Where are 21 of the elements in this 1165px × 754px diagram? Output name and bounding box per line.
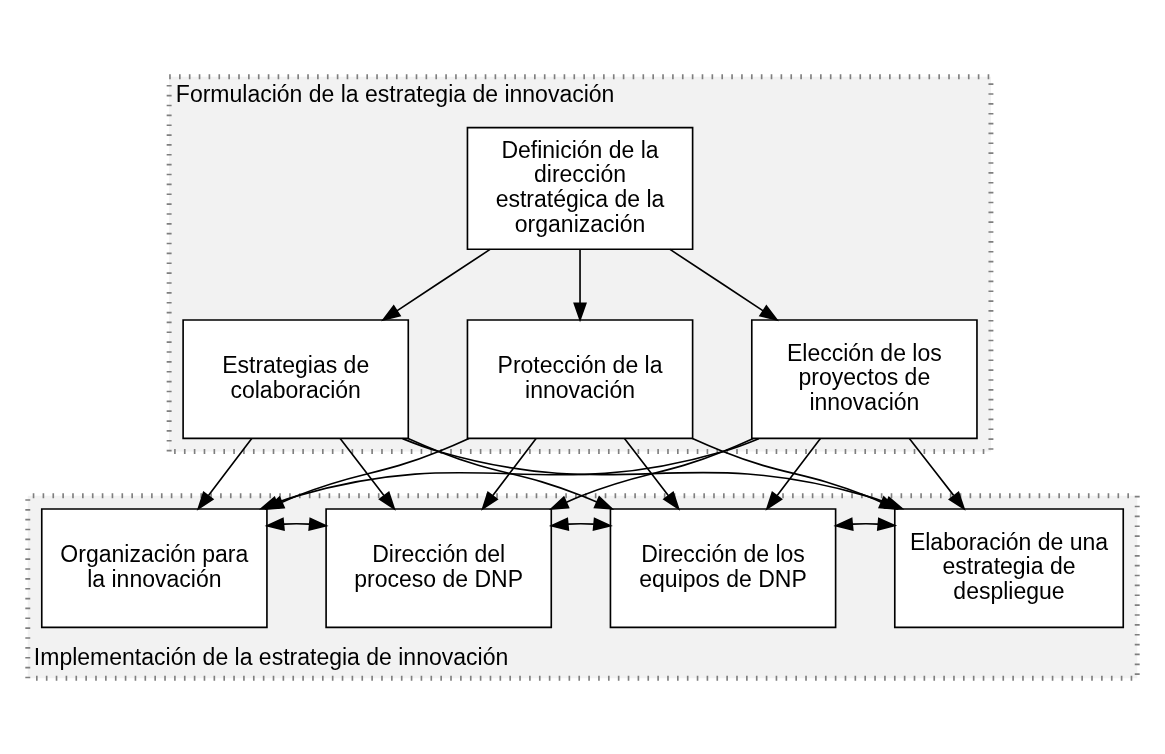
node-box: Dirección de los equipos de DNP [609, 507, 837, 628]
node-box: Elección de los proyectos de innovación [750, 318, 978, 439]
arrow [548, 437, 755, 510]
arrow [833, 516, 898, 531]
arrow [765, 437, 822, 511]
arrow [264, 437, 470, 510]
arrow [623, 437, 681, 511]
node-box: Protección de la innovación [466, 318, 694, 439]
arrow [548, 516, 613, 531]
node-box: Dirección del proceso de DNP [325, 507, 553, 628]
node-box: Estrategias de colaboración [182, 318, 410, 439]
node-box: Definición de la dirección estratégica de la organización [466, 126, 694, 250]
arrow [669, 248, 779, 321]
arrow [407, 437, 615, 510]
arrow [573, 248, 587, 322]
arrow [691, 437, 899, 510]
arrow [264, 516, 329, 531]
arrow [381, 248, 491, 321]
node-box: Elaboración de una estrategia de despliegue [893, 507, 1125, 628]
arrow [339, 437, 396, 511]
node-box: Organización para la innovación [40, 507, 268, 628]
